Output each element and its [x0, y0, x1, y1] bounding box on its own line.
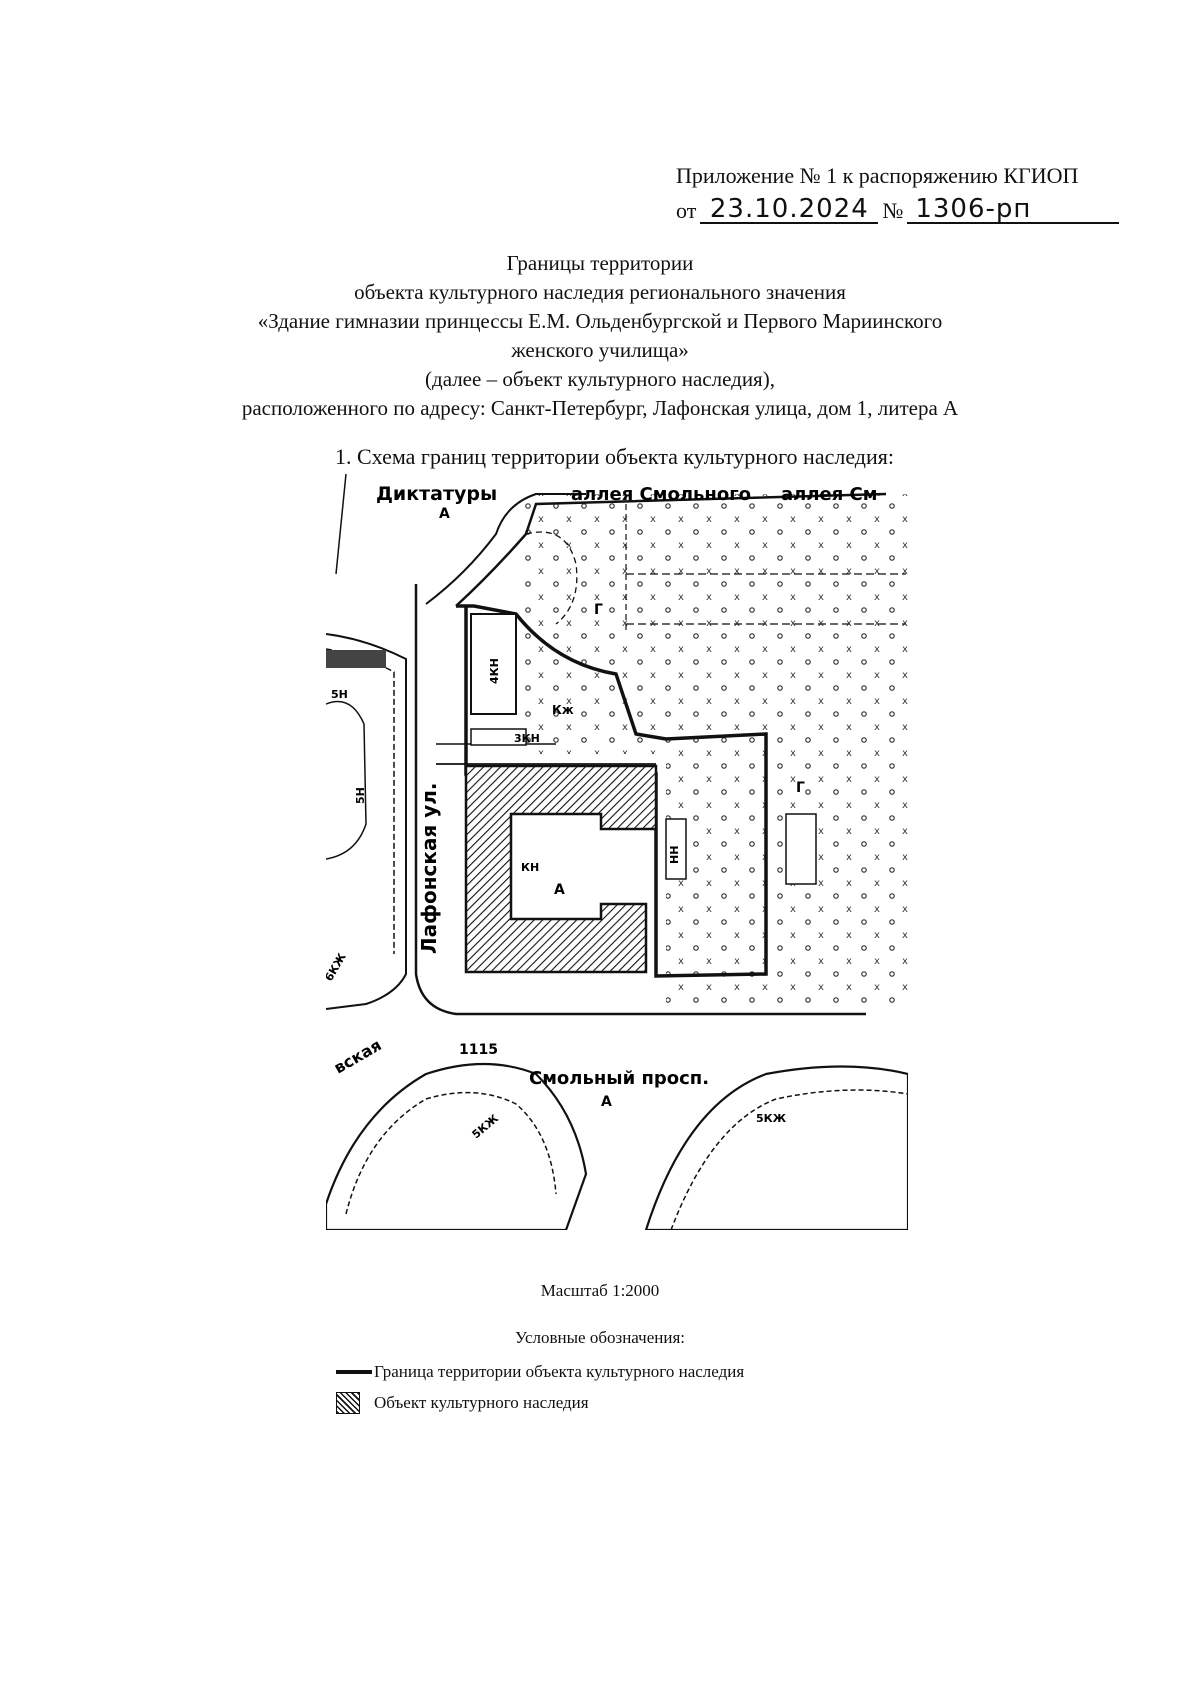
order-date-number: от 23.10.2024 № 1306-рп — [676, 196, 1120, 224]
label-code-1115: 1115 — [459, 1042, 498, 1058]
label-alleya-sm: аллея См — [781, 484, 877, 505]
number-sign: № — [882, 198, 904, 223]
label-kn-inner: КН — [521, 861, 539, 874]
boundary-map: x Диктатуры аллея Смольного аллея См Лаф… — [326, 474, 908, 1230]
order-number: 1306-рп — [907, 196, 1120, 224]
label-alleya-smolnogo: аллея Смольного — [571, 484, 751, 505]
title-line-5: (далее – объект культурного наследия), — [425, 367, 775, 391]
document-title: Границы территории объекта культурного н… — [0, 249, 1200, 423]
label-5n-2: 5Н — [354, 787, 367, 804]
title-line-2: объекта культурного наследия регионально… — [354, 280, 846, 304]
map-scale: Масштаб 1:2000 — [540, 1281, 660, 1300]
label-kzh: Кж — [552, 703, 574, 717]
boundary-line-icon — [336, 1370, 372, 1374]
legend-boundary-label: Граница территории объекта культурного н… — [374, 1362, 745, 1381]
label-diktatury: Диктатуры — [376, 483, 497, 505]
title-line-6: расположенного по адресу: Санкт-Петербур… — [241, 396, 959, 420]
title-line-3: «Здание гимназии принцессы Е.М. Ольденбу… — [257, 309, 943, 333]
label-3kn: 3КН — [514, 732, 540, 745]
label-4kn: 4КН — [488, 658, 501, 684]
label-a-top: А — [439, 506, 450, 522]
order-date: 23.10.2024 — [700, 196, 879, 224]
legend-object: Объект культурного наследия — [336, 1392, 589, 1414]
label-lafonskaya: Лафонская ул. — [417, 782, 441, 954]
title-line-4: женского училища» — [511, 338, 689, 362]
label-nh: НН — [668, 846, 681, 864]
label-6kzh: 6КЖ — [326, 950, 349, 983]
label-5n: 5Н — [331, 688, 348, 701]
date-prefix: от — [676, 198, 697, 223]
label-a-bottom: А — [601, 1094, 612, 1110]
section-heading: 1. Схема границ территории объекта культ… — [335, 444, 895, 469]
label-g1: Г — [594, 602, 603, 618]
label-5kzh-2: 5КЖ — [756, 1112, 787, 1125]
legend-boundary: Граница территории объекта культурного н… — [336, 1362, 744, 1382]
label-a-center: А — [554, 882, 565, 898]
title-line-1: Границы территории — [506, 251, 694, 275]
label-vskaya: вская — [331, 1035, 385, 1077]
hatched-object-icon — [336, 1392, 360, 1414]
label-smolny-prosp: Смольный просп. — [529, 1068, 709, 1089]
appendix-header: Приложение № 1 к распоряжению КГИОП — [676, 163, 1079, 188]
legend-title: Условные обозначения: — [514, 1328, 686, 1347]
legend-object-label: Объект культурного наследия — [374, 1393, 589, 1412]
label-g2: Г — [796, 780, 805, 796]
